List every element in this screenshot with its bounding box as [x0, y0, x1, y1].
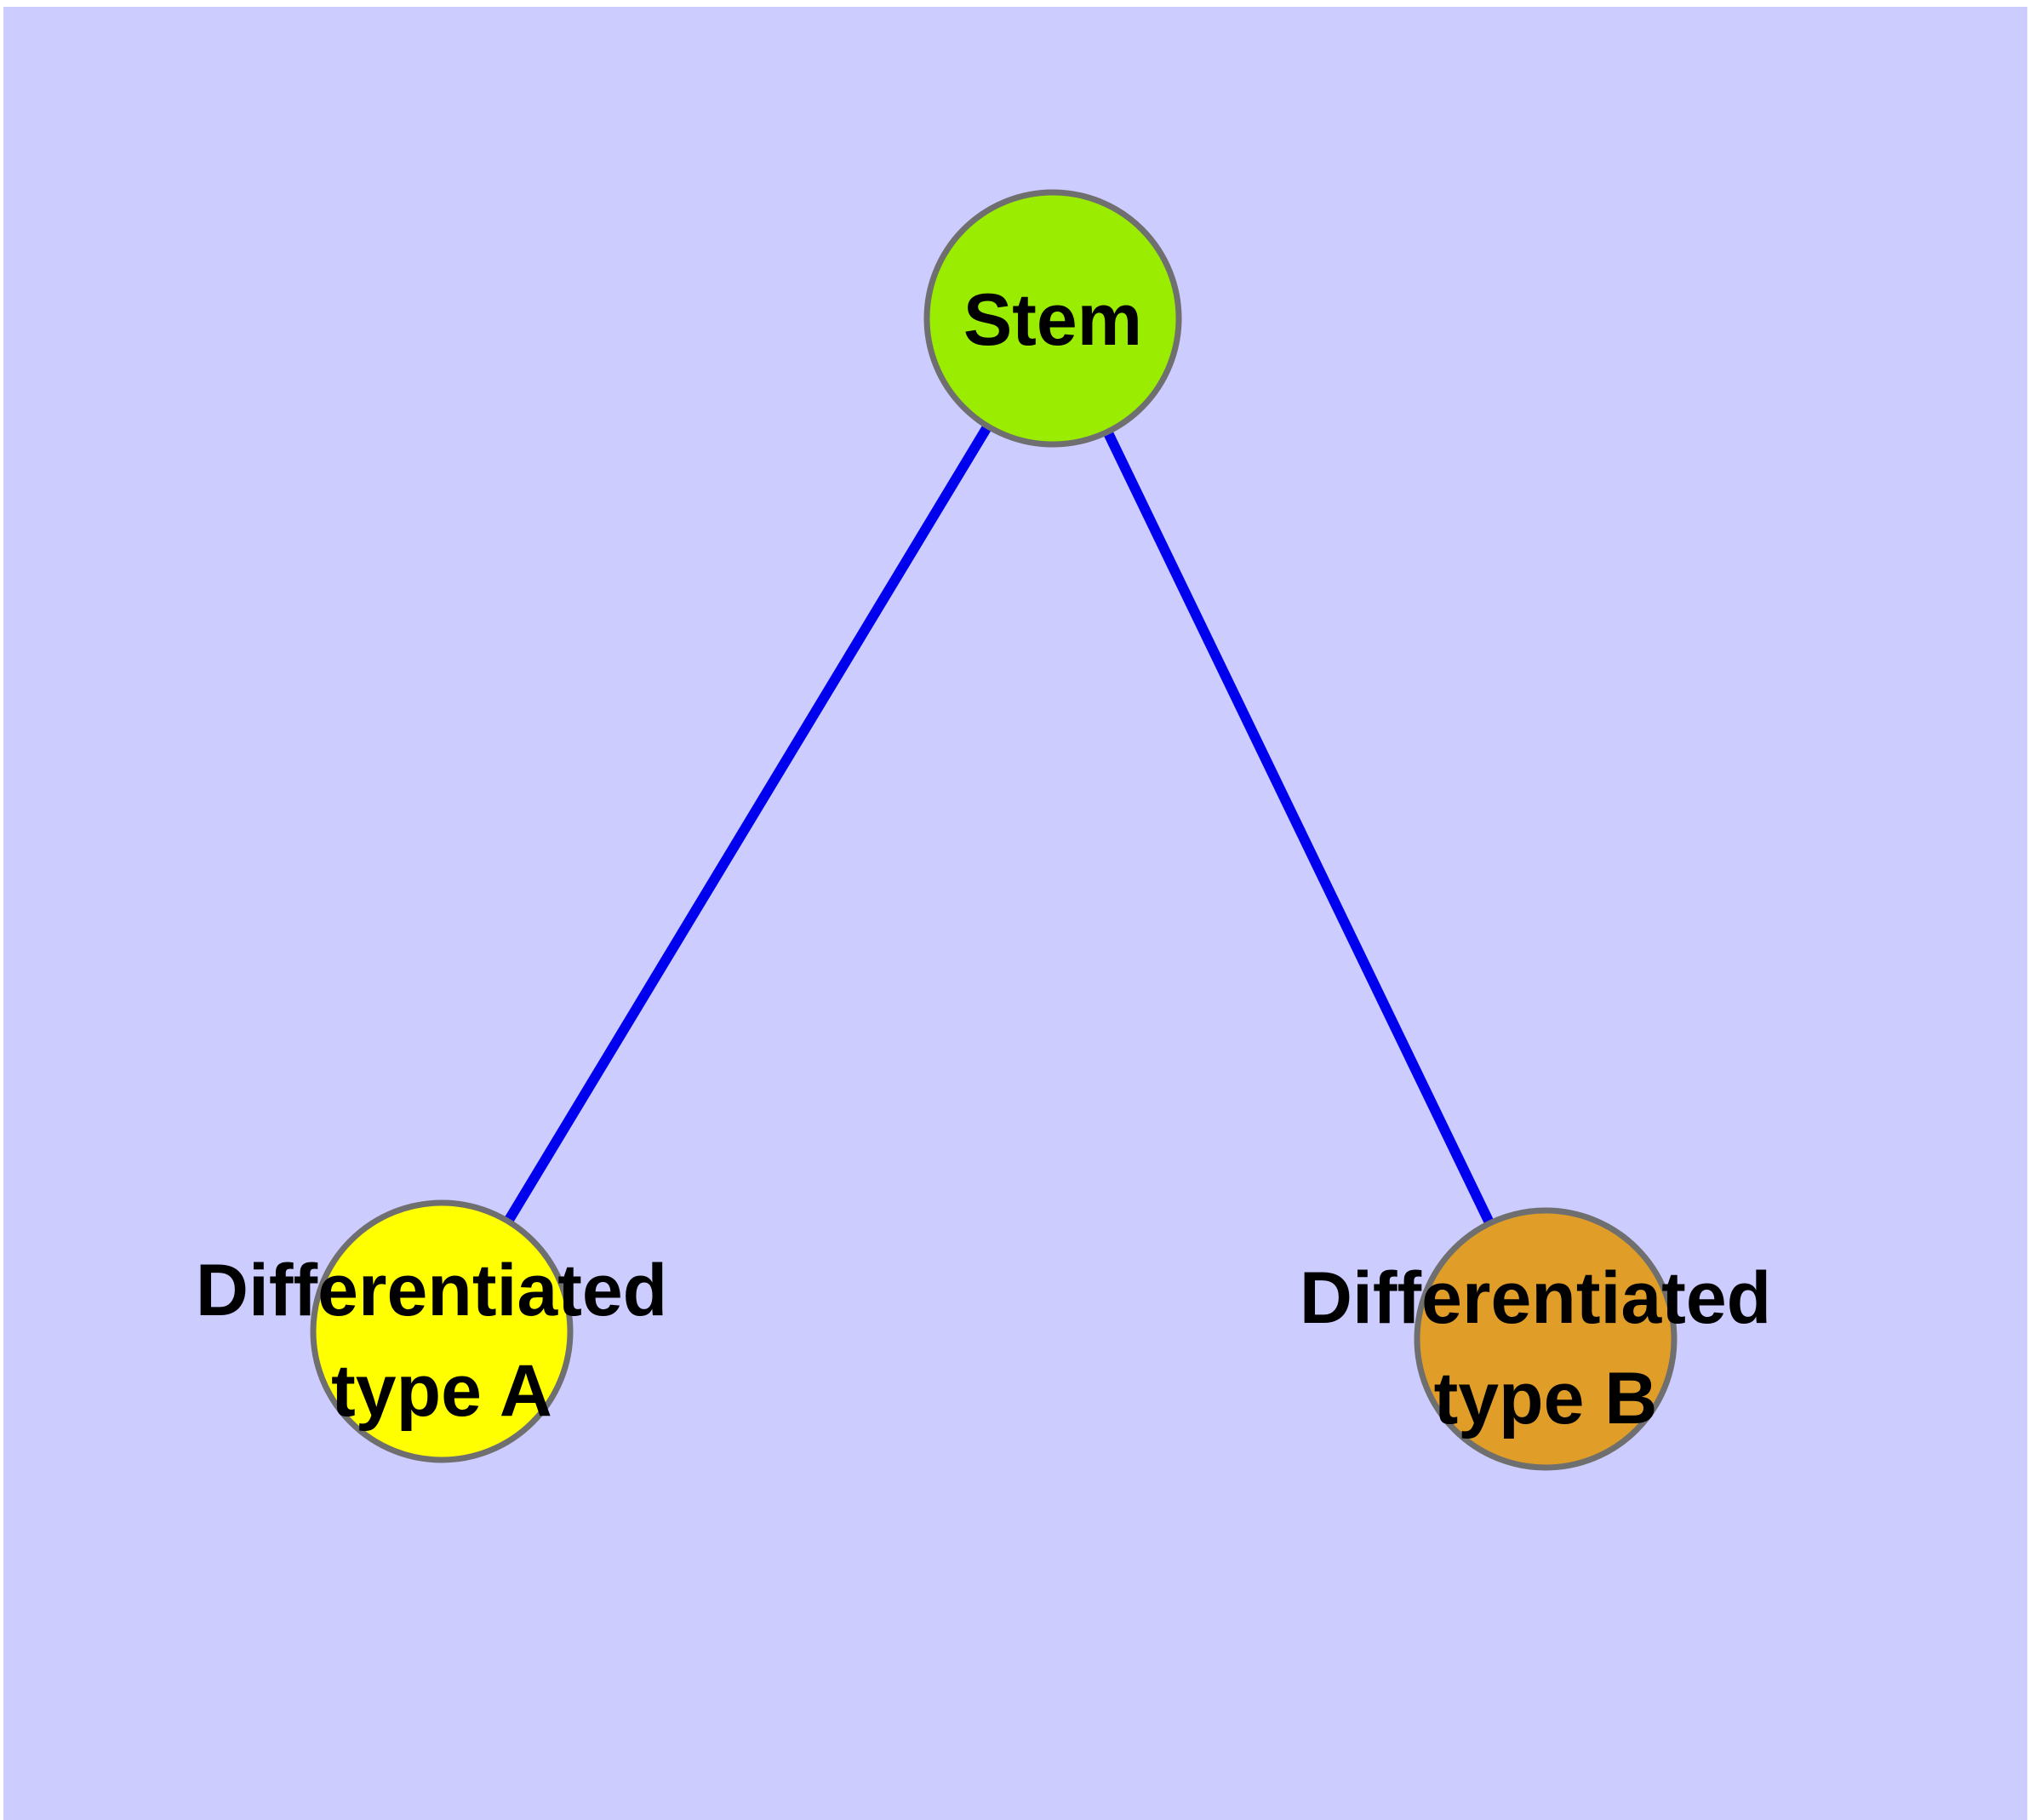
label-differentiated-type-a-line2: type A: [331, 1350, 552, 1432]
label-differentiated-type-a: Differentiated type A: [196, 1250, 688, 1432]
node-stem: [923, 189, 1182, 448]
label-stem: Stem: [963, 279, 1142, 361]
label-differentiated-type-a-line1: Differentiated: [196, 1250, 667, 1331]
label-differentiated-type-b-line1: Differentiated: [1300, 1257, 1771, 1339]
label-differentiated-type-b-line2: type B: [1434, 1358, 1658, 1439]
node-differentiated-type-b: [1414, 1207, 1677, 1471]
label-differentiated-type-b: Differentiated type B: [1300, 1257, 1792, 1439]
edge-stem-to-type-a: [437, 315, 1058, 1335]
node-differentiated-type-a: [310, 1199, 574, 1463]
edge-stem-to-type-b: [1048, 316, 1551, 1342]
